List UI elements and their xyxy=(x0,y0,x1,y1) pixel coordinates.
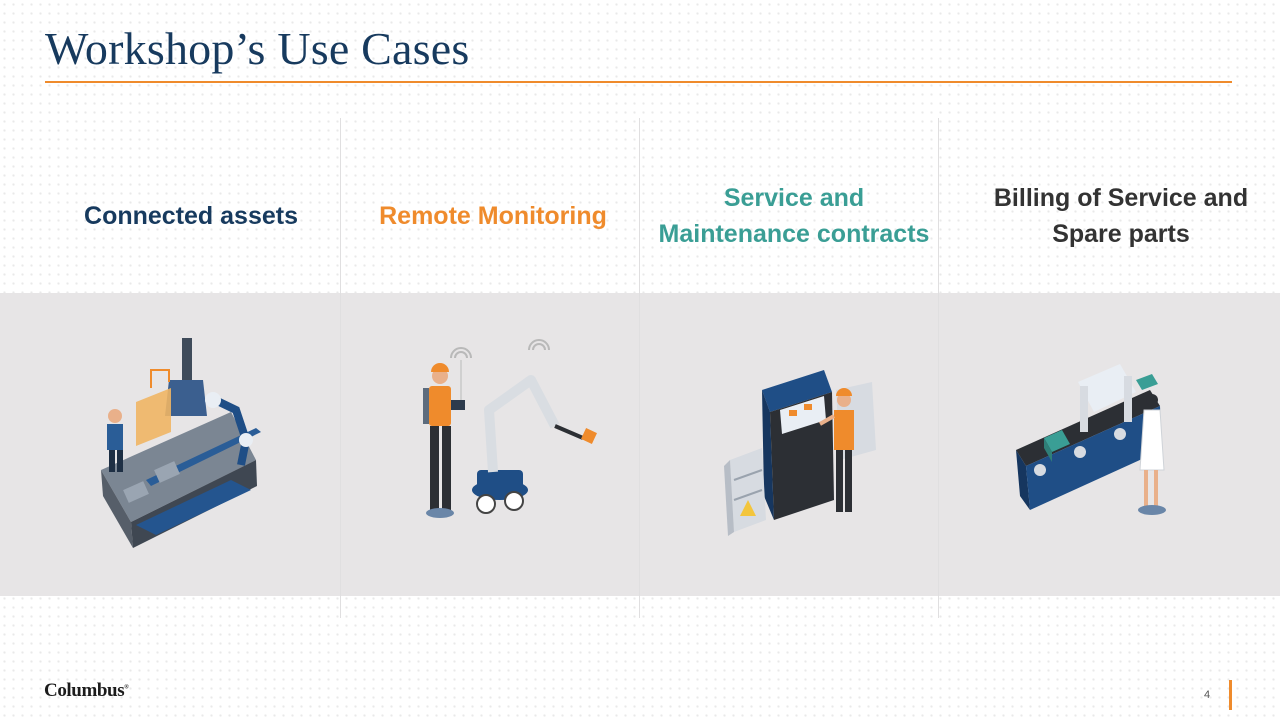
use-case-heading-connected-assets: Connected assets xyxy=(41,176,341,256)
column-divider xyxy=(340,118,341,618)
use-case-heading-service-maintenance: Service and Maintenance contracts xyxy=(644,176,944,256)
use-case-heading-billing: Billing of Service and Spare parts xyxy=(971,176,1271,256)
heading-line: Billing of Service and xyxy=(993,184,1249,212)
columbus-logo: Columbus® xyxy=(44,680,129,702)
heading-text: Billing of Service and Spare parts xyxy=(994,180,1248,252)
logo-text: Columbus xyxy=(44,680,125,701)
service-maintenance-illustration xyxy=(724,370,876,536)
billing-illustration xyxy=(1016,364,1166,515)
connected-assets-illustration xyxy=(101,338,261,548)
title-rule xyxy=(45,81,1232,83)
heading-line: Service and xyxy=(723,184,865,212)
slide-title: Workshop’s Use Cases xyxy=(45,23,470,74)
page-number-bar xyxy=(1229,680,1232,710)
logo-mark: ® xyxy=(124,684,129,691)
page-number: 4 xyxy=(1204,689,1211,701)
use-case-heading-remote-monitoring: Remote Monitoring xyxy=(343,176,643,256)
heading-text: Service and Maintenance contracts xyxy=(659,180,930,252)
heading-line: Remote Monitoring xyxy=(379,202,607,230)
heading-line: Maintenance contracts xyxy=(658,220,930,248)
heading-line: Connected assets xyxy=(84,202,298,230)
remote-monitoring-illustration xyxy=(423,339,597,518)
column-divider xyxy=(938,118,939,618)
heading-line: Spare parts xyxy=(1052,220,1190,248)
column-divider xyxy=(639,118,640,618)
